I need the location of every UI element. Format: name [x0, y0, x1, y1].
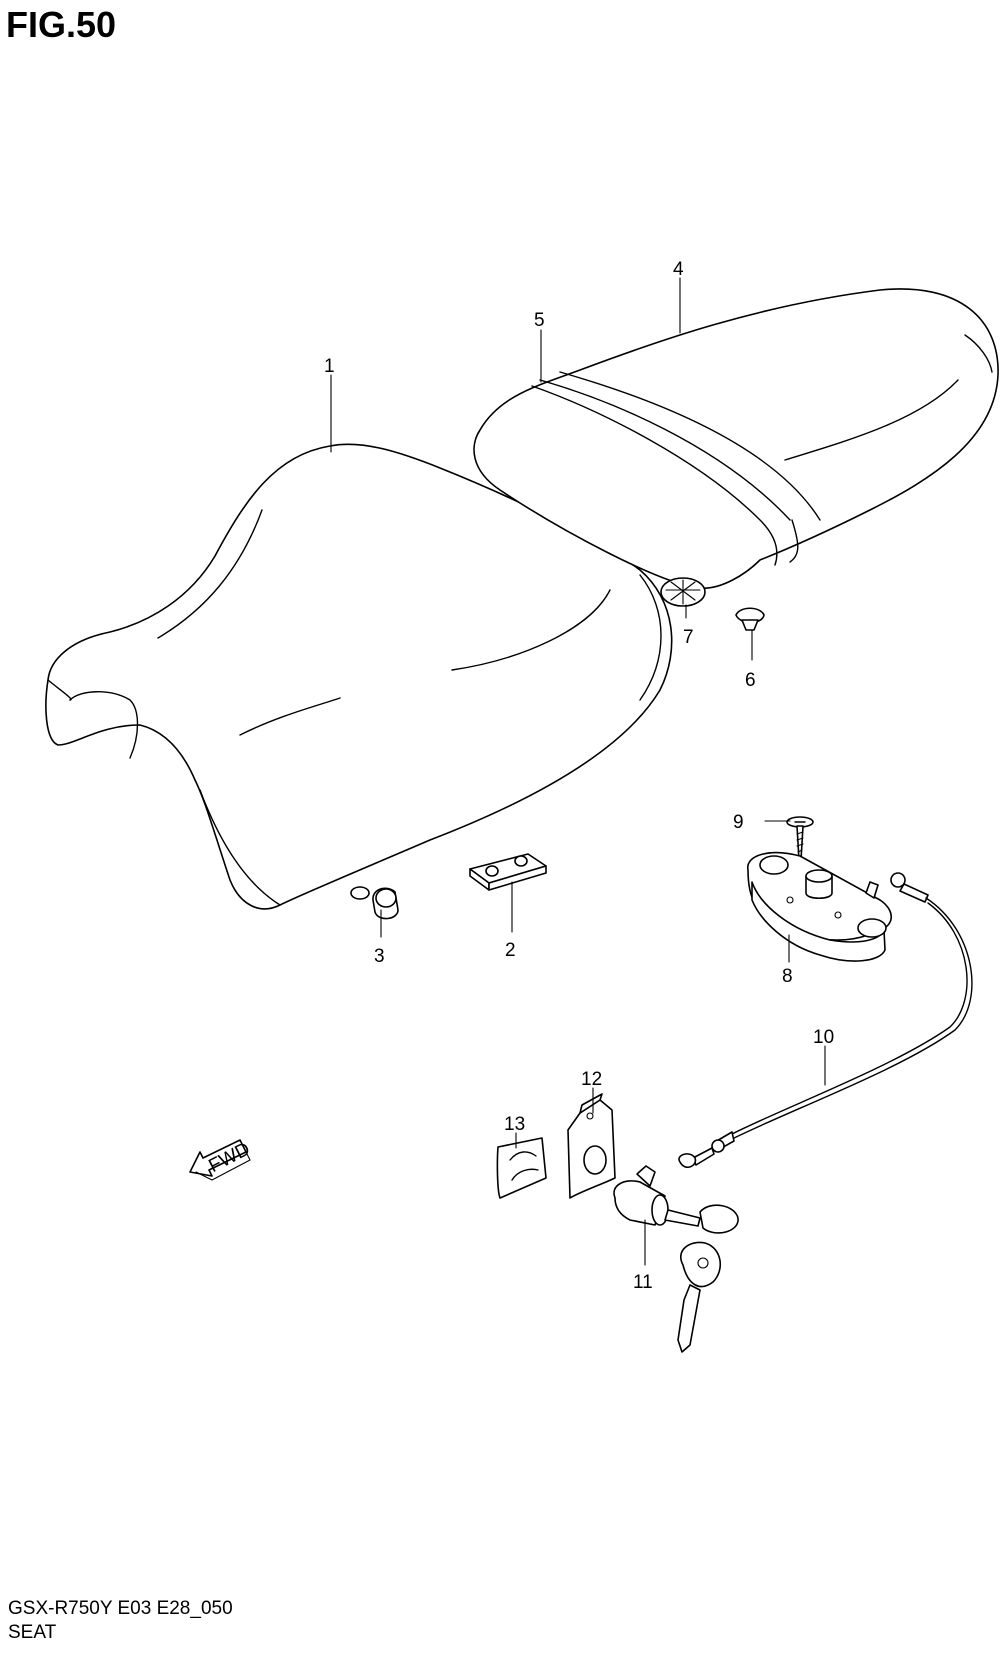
callout-13: 13	[504, 1114, 525, 1135]
bracket-12	[567, 1093, 616, 1199]
lock-bracket-8	[747, 851, 893, 962]
leader-lines	[330, 277, 826, 1266]
fwd-arrow: FWD	[189, 1139, 254, 1181]
front-seat	[45, 443, 673, 910]
clip-13	[496, 1137, 547, 1199]
lock-cable-10	[678, 872, 973, 1169]
callout-12: 12	[581, 1069, 602, 1090]
callout-10: 10	[813, 1027, 834, 1048]
clip-6	[735, 607, 765, 631]
callout-3: 3	[374, 946, 385, 967]
callout-5: 5	[534, 310, 545, 331]
diagram-title: SEAT	[8, 1622, 57, 1643]
callout-11: 11	[633, 1272, 653, 1293]
callout-7: 7	[683, 627, 694, 648]
callout-1: 1	[324, 356, 335, 377]
callout-2: 2	[505, 940, 516, 961]
figure-title: FIG.50	[6, 4, 117, 45]
grommet-7	[660, 577, 706, 607]
callout-4: 4	[673, 259, 684, 280]
callout-8: 8	[782, 966, 793, 987]
plate-2	[469, 853, 547, 891]
screw-9	[786, 816, 814, 861]
callout-labels: 1 2 3 4 5 6 7 8 9 10 11 12 13	[324, 259, 834, 1293]
callout-6: 6	[745, 670, 756, 691]
diagram-code: GSX-R750Y E03 E28_050	[8, 1598, 233, 1619]
rear-seat	[473, 288, 999, 589]
cushion-3	[350, 886, 399, 920]
lock-cylinder-11	[613, 1165, 739, 1353]
callout-9: 9	[733, 812, 744, 833]
